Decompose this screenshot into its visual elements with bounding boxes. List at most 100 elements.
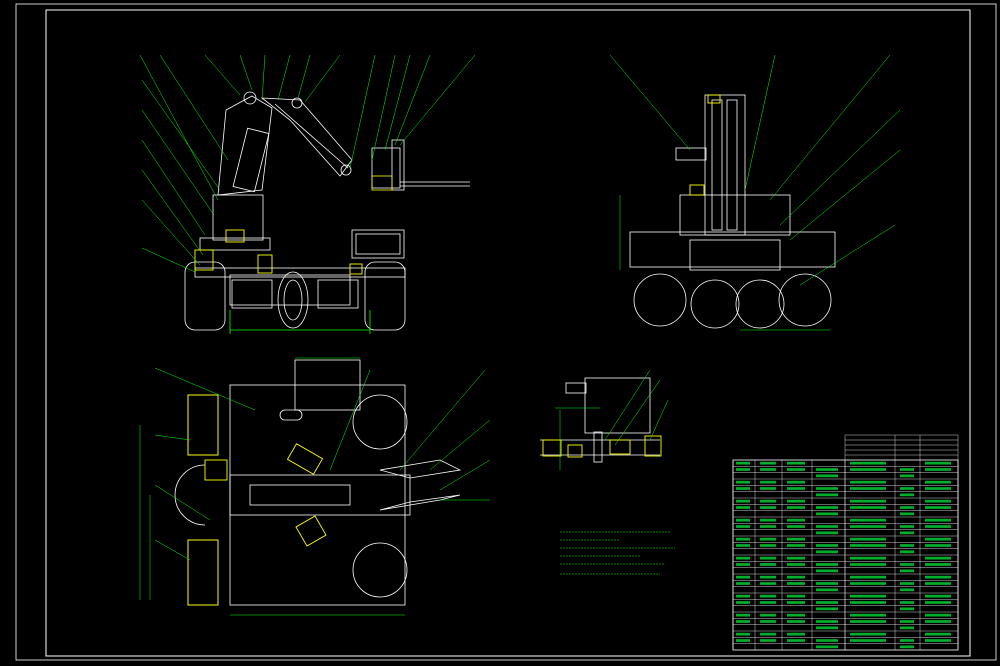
bom-cell-text xyxy=(850,639,886,642)
front-highlight-parts xyxy=(194,229,363,275)
bom-cell-text xyxy=(736,620,750,623)
bom-cell-text xyxy=(760,601,776,604)
bom-cell-text xyxy=(787,563,805,566)
bom-cell-text xyxy=(760,556,776,560)
bom-cell-text xyxy=(816,487,838,490)
bom-cell-text xyxy=(760,487,776,490)
bom-cell-text xyxy=(787,556,805,560)
bom-cell-text xyxy=(736,506,750,509)
bom-cell-text xyxy=(900,620,914,623)
bom-cell-text xyxy=(816,531,838,535)
front-elevation-view xyxy=(184,91,470,334)
bom-cell-text xyxy=(925,499,951,503)
bom-cell-text xyxy=(925,639,951,642)
bom-cell-text xyxy=(925,556,951,560)
bom-cell-text xyxy=(787,461,805,465)
bom-cell-text xyxy=(736,594,750,598)
bom-cell-text xyxy=(787,594,805,598)
outer-frame xyxy=(15,3,997,661)
bom-cell-text xyxy=(760,632,776,636)
bom-cell-text xyxy=(736,613,750,617)
bom-cell-text xyxy=(850,480,886,484)
bom-cell-text xyxy=(736,525,750,528)
bom-cell-text xyxy=(760,613,776,617)
bom-cell-text xyxy=(900,544,914,547)
bom-cell-text xyxy=(816,493,838,497)
bom-cell-text xyxy=(850,632,886,636)
bom-cell-text xyxy=(850,594,886,598)
bom-cell-text xyxy=(850,544,886,547)
bom-cell-text xyxy=(925,537,951,541)
bom-cell-text xyxy=(816,544,838,547)
bom-cell-text xyxy=(900,569,914,573)
bom-cell-text xyxy=(816,506,838,509)
bom-cell-text xyxy=(900,487,914,490)
bom-cell-text xyxy=(736,537,750,541)
bom-cell-text xyxy=(925,620,951,623)
bom-cell-text xyxy=(816,563,838,566)
bom-cell-text xyxy=(736,480,750,484)
bom-cell-text xyxy=(760,468,776,471)
bom-cell-text xyxy=(816,569,838,573)
technical-notes xyxy=(560,531,675,575)
bom-cell-text xyxy=(850,506,886,509)
bom-cell-text xyxy=(925,613,951,617)
bom-cell-text xyxy=(787,582,805,585)
bom-cell-text xyxy=(900,607,914,611)
bom-cell-text xyxy=(736,632,750,636)
bom-cell-text xyxy=(816,645,838,649)
bom-cell-text xyxy=(900,582,914,585)
bom-cell-text xyxy=(760,518,776,522)
bom-cell-text xyxy=(787,487,805,490)
bom-cell-text xyxy=(760,582,776,585)
bom-cell-text xyxy=(850,499,886,503)
bom-cell-text xyxy=(760,563,776,566)
bom-cell-text xyxy=(787,620,805,623)
bom-cell-text xyxy=(925,563,951,566)
bom-cell-text xyxy=(760,480,776,484)
bom-cell-text xyxy=(900,588,914,592)
bom-cell-text xyxy=(787,499,805,503)
bom-cell-text xyxy=(736,468,750,471)
bom-cell-text xyxy=(816,550,838,554)
inner-frame xyxy=(45,9,971,657)
bom-cell-text xyxy=(900,468,914,471)
bom-cell-text xyxy=(760,594,776,598)
bom-cell-text xyxy=(787,525,805,528)
bom-cell-text xyxy=(787,575,805,579)
bom-cell-text xyxy=(900,626,914,630)
bom-cell-text xyxy=(925,594,951,598)
bom-cell-text xyxy=(760,499,776,503)
bom-cell-text xyxy=(925,544,951,547)
bom-cell-text xyxy=(736,601,750,604)
bom-cell-text xyxy=(787,544,805,547)
bom-cell-text xyxy=(900,601,914,604)
bom-cell-text xyxy=(925,632,951,636)
bom-cell-text xyxy=(925,468,951,471)
bom-cell-text xyxy=(736,563,750,566)
bom-cell-text xyxy=(816,639,838,642)
gripper-detail-view xyxy=(540,377,660,463)
bom-cell-text xyxy=(900,506,914,509)
bom-cell-text xyxy=(760,506,776,509)
bom-cell-text xyxy=(760,537,776,541)
bom-cell-text xyxy=(850,525,886,528)
bom-cell-text xyxy=(787,480,805,484)
bom-cell-text xyxy=(925,506,951,509)
bom-cell-text xyxy=(760,525,776,528)
bom-cell-text xyxy=(900,512,914,516)
bom-cell-text xyxy=(760,639,776,642)
bom-cell-text xyxy=(925,525,951,528)
bom-cell-text xyxy=(760,620,776,623)
bom-cell-text xyxy=(925,601,951,604)
bom-cell-text xyxy=(925,582,951,585)
bom-cell-text xyxy=(850,556,886,560)
bom-cell-text xyxy=(787,468,805,471)
bom-cell-text xyxy=(850,518,886,522)
bom-cell-text xyxy=(736,544,750,547)
bom-cell-text xyxy=(760,544,776,547)
bom-cell-text xyxy=(925,518,951,522)
bom-cell-text xyxy=(925,461,951,465)
